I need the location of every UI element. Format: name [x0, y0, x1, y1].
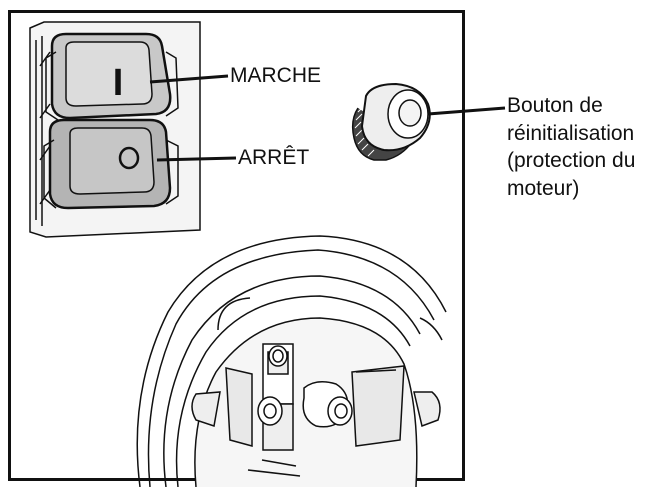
on-symbol: I	[113, 62, 124, 104]
arret-label: ARRÊT	[238, 146, 310, 169]
off-symbol	[118, 146, 140, 170]
reset-label-line-3: (protection du	[507, 149, 636, 172]
arret-leader-line	[156, 156, 237, 162]
on-button: I	[45, 32, 179, 121]
reset-button	[351, 82, 431, 161]
power-socket	[136, 235, 447, 487]
off-button	[43, 118, 179, 210]
marche-label: MARCHE	[230, 64, 322, 87]
reset-button-label: Bouton de réinitialisation (protection d…	[507, 92, 635, 202]
reset-label-line-4: moteur)	[507, 176, 580, 200]
reset-leader-line	[427, 106, 506, 116]
reset-label-line-2: réinitialisation	[507, 121, 635, 145]
marche-leader-line	[149, 74, 229, 84]
reset-label-line-1: Bouton de	[507, 94, 603, 117]
